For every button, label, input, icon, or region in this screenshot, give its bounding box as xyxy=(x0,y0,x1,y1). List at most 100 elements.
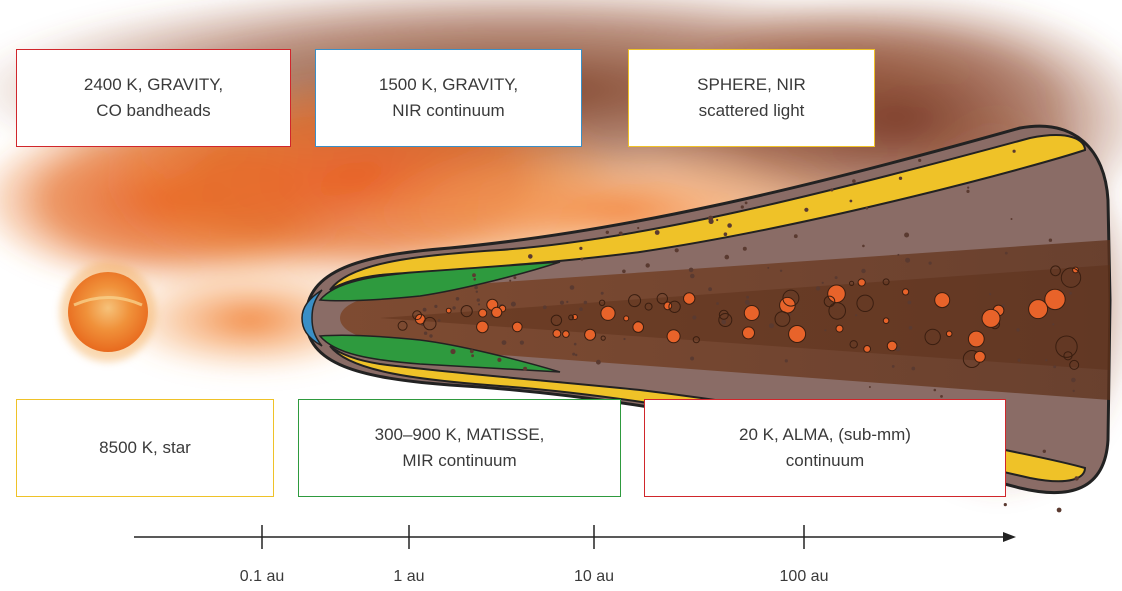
dust-grain xyxy=(1060,267,1082,288)
dust-speck xyxy=(1048,238,1053,242)
dust-speck xyxy=(852,179,856,183)
label-star-line1: 8500 K, star xyxy=(99,438,191,457)
dust-speck xyxy=(855,314,858,317)
dust-speck xyxy=(918,158,922,162)
dust-grain xyxy=(600,305,616,321)
dust-speck xyxy=(767,266,770,269)
dust-grain xyxy=(476,320,489,334)
dust-speck xyxy=(572,352,576,356)
dust-speck xyxy=(452,306,456,310)
dust-speck xyxy=(1045,359,1048,362)
dust-grain xyxy=(623,315,630,322)
label-matisse: 300–900 K, MATISSE, MIR continuum xyxy=(298,399,621,497)
dust-speck xyxy=(654,230,660,235)
dust-speck xyxy=(690,356,695,361)
dust-grain xyxy=(1055,335,1078,358)
dust-speck xyxy=(510,301,516,307)
dust-speck xyxy=(434,304,438,308)
label-gravity-co: 2400 K, GRAVITY, CO bandheads xyxy=(16,49,291,147)
dust-speck xyxy=(569,285,575,290)
dust-speck xyxy=(1003,503,1007,507)
dust-speck xyxy=(600,291,604,295)
dust-grain xyxy=(666,329,681,344)
dust-grain xyxy=(552,329,562,338)
dust-grain xyxy=(1063,351,1073,361)
label-sphere-line2: scattered light xyxy=(698,101,805,120)
dust-speck xyxy=(897,253,900,256)
dust-grain xyxy=(902,288,910,296)
dust-speck xyxy=(716,302,719,305)
dust-speck xyxy=(779,269,783,272)
dust-speck xyxy=(966,189,970,193)
dust-speck xyxy=(471,354,474,358)
dust-speck xyxy=(523,366,528,371)
dust-speck xyxy=(583,300,588,305)
dust-speck xyxy=(580,257,584,261)
dust-speck xyxy=(690,273,695,279)
dust-speck xyxy=(784,359,788,363)
dust-speck xyxy=(904,232,910,238)
dust-speck xyxy=(849,199,853,203)
dust-speck xyxy=(579,246,583,250)
dust-grain xyxy=(445,307,452,314)
dust-speck xyxy=(429,334,433,338)
label-gravity-nir-line2: NIR continuum xyxy=(392,101,505,120)
dust-grain xyxy=(981,308,1001,328)
dust-speck xyxy=(821,281,824,284)
dust-speck xyxy=(645,263,650,268)
dust-grain xyxy=(782,289,800,307)
dust-speck xyxy=(788,313,792,316)
dust-speck xyxy=(721,319,727,325)
dust-grain xyxy=(743,305,760,321)
dust-speck xyxy=(575,353,578,357)
dust-grain xyxy=(644,302,653,311)
dust-grains xyxy=(397,149,1082,513)
dust-speck xyxy=(868,386,871,388)
dust-speck xyxy=(605,230,609,234)
dust-speck xyxy=(740,205,744,209)
dust-speck xyxy=(542,305,547,310)
dust-grain xyxy=(827,284,846,304)
dust-speck xyxy=(989,293,992,296)
dust-speck xyxy=(708,215,714,221)
dust-speck xyxy=(473,278,477,281)
dust-grain xyxy=(835,324,844,333)
star xyxy=(60,262,156,362)
dust-speck xyxy=(1069,291,1072,295)
dust-grain xyxy=(967,330,985,348)
label-gravity-nir-line1: 1500 K, GRAVITY, xyxy=(378,75,519,94)
dust-grain xyxy=(412,310,423,321)
dust-speck xyxy=(513,276,517,280)
dust-speck xyxy=(830,188,834,192)
tick-label-100au: 100 au xyxy=(779,568,829,585)
distance-axis xyxy=(134,525,1016,549)
dust-speck xyxy=(476,298,480,302)
dust-grain xyxy=(718,313,733,327)
dust-speck xyxy=(865,206,869,210)
label-alma-line2: continuum xyxy=(785,451,865,470)
matisse-layer-bottom xyxy=(318,334,561,373)
dust-speck xyxy=(455,297,460,301)
label-matisse-line2: MIR continuum xyxy=(402,451,517,470)
dust-grain xyxy=(945,330,953,338)
dust-speck xyxy=(688,267,694,273)
dust-speck xyxy=(1053,365,1057,369)
dust-speck xyxy=(559,300,565,305)
dust-speck xyxy=(1010,218,1013,220)
dust-grain xyxy=(628,294,642,308)
dust-grain xyxy=(788,325,807,343)
dust-speck xyxy=(724,254,730,260)
dust-speck xyxy=(793,234,798,239)
dust-speck xyxy=(423,331,428,335)
dust-speck xyxy=(1012,149,1016,153)
dust-speck xyxy=(501,340,507,345)
dust-grain xyxy=(718,309,729,320)
dust-speck xyxy=(450,348,456,355)
dust-speck xyxy=(861,268,866,274)
dust-speck xyxy=(477,303,481,306)
dust-grain xyxy=(849,280,855,286)
dust-speck xyxy=(474,285,478,290)
dust-speck xyxy=(622,269,626,274)
dust-speck xyxy=(933,388,937,392)
matisse-layer-top xyxy=(318,261,561,302)
